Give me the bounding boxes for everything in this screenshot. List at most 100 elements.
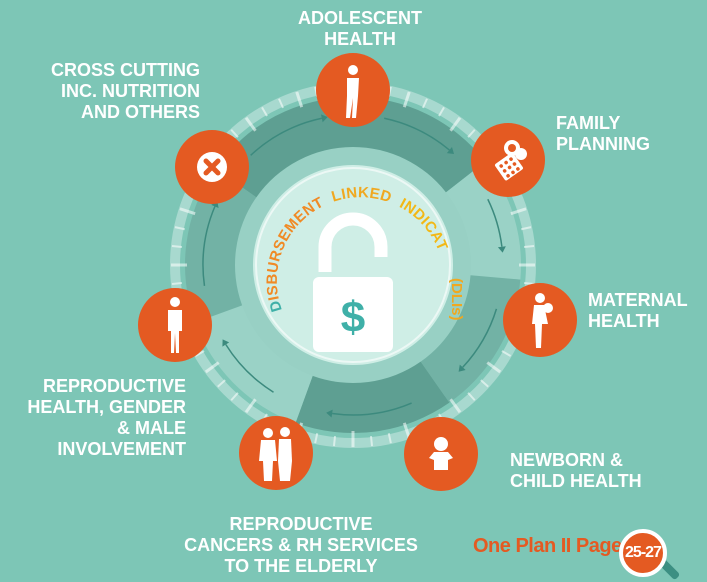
ring-tick <box>295 91 304 108</box>
ring-tick <box>244 398 257 414</box>
ring-tick <box>244 116 257 132</box>
label-line: AND OTHERS <box>80 102 200 122</box>
connector-arc <box>202 206 216 286</box>
ring-tick <box>314 433 319 444</box>
label-line: PLANNING <box>556 134 650 154</box>
ring-tick <box>510 207 527 216</box>
ring-tick <box>332 435 337 447</box>
lock-dollar-sign: $ <box>341 293 365 342</box>
adolescent-person-icon <box>346 65 359 118</box>
cross-circle-icon <box>197 152 227 182</box>
center-disc-rim <box>255 167 451 363</box>
label-line: HEALTH, GENDER <box>27 397 186 417</box>
baby-icon <box>429 437 453 470</box>
label-line: NEWBORN & <box>510 450 623 470</box>
ring-tick <box>204 361 220 374</box>
ring-segment <box>295 361 450 434</box>
ring-tick <box>387 433 392 444</box>
ring-tick <box>179 207 196 216</box>
page-number-badge: 25-27 <box>619 529 667 577</box>
connector-arc <box>250 117 322 156</box>
label-line: CANCERS & RH SERVICES <box>184 535 418 555</box>
center-word-initial-letter: D <box>266 298 285 314</box>
label-line: ADOLESCENT <box>297 8 422 28</box>
label-line: HEALTH <box>588 311 660 331</box>
node-adolescent <box>316 53 390 127</box>
label-line: REPRODUCTIVE <box>229 514 373 534</box>
label-reproductive-cancers: REPRODUCTIVE CANCERS & RH SERVICES TO TH… <box>170 514 432 577</box>
ring-tick <box>230 129 239 138</box>
label-line: MATERNAL <box>588 290 688 310</box>
ring-segment <box>353 97 486 193</box>
node-gender <box>138 288 212 362</box>
node-family <box>471 123 545 197</box>
contraceptive-pills-icon <box>495 140 527 181</box>
ring-tick <box>171 244 183 249</box>
connector-arrowhead <box>320 114 328 123</box>
label-line: INC. NUTRITION <box>61 81 200 101</box>
label-line: & MALE <box>117 418 186 438</box>
label-line: INVOLVEMENT <box>57 439 186 459</box>
center-disc <box>253 165 453 365</box>
ring-tick <box>369 435 374 447</box>
label-line: REPRODUCTIVE <box>42 376 186 396</box>
connector-arrowhead <box>446 147 455 154</box>
ring-tick <box>171 281 183 286</box>
ring-tick <box>449 398 462 414</box>
ring-tick <box>486 361 502 374</box>
ring-tick <box>261 106 268 117</box>
ring-tick <box>480 379 489 388</box>
ring-tick <box>422 98 428 109</box>
ring-tick <box>438 106 445 117</box>
center-word-dlis: (DLIs) <box>448 278 465 321</box>
ring-tick <box>402 91 411 108</box>
connector-arc <box>225 344 274 393</box>
connector-arc <box>462 308 498 368</box>
ring-tick <box>449 116 462 132</box>
ring-segment <box>420 275 521 403</box>
ring-tick <box>174 226 185 231</box>
connector-arc <box>487 198 503 247</box>
ring-tick <box>194 350 205 357</box>
connector-arrowhead <box>497 246 506 253</box>
connector-arrowhead <box>458 364 466 372</box>
ring-tick <box>217 379 226 388</box>
connector-arrowhead <box>222 339 230 347</box>
elderly-couple-icon <box>259 427 292 481</box>
label-line: FAMILY <box>556 113 621 133</box>
label-line: CHILD HEALTH <box>510 471 642 491</box>
connector-arrowhead <box>326 409 333 418</box>
ring-segment <box>215 97 353 198</box>
ring-tick <box>467 129 476 138</box>
ring-tick <box>501 350 512 357</box>
label-line: TO THE ELDERLY <box>224 556 378 576</box>
ring-tick <box>402 422 411 439</box>
ring-segment <box>185 168 257 323</box>
label-reproductive-health-gender: REPRODUCTIVE HEALTH, GENDER & MALE INVOL… <box>20 376 186 460</box>
label-newborn-child-health: NEWBORN & CHILD HEALTH <box>510 450 642 492</box>
ring-tick <box>521 226 532 231</box>
node-maternal <box>503 283 577 357</box>
man-standing-icon <box>168 297 182 353</box>
footer-page-label: One Plan II Page: <box>473 535 628 557</box>
label-line: CROSS CUTTING <box>50 60 200 80</box>
ring-segment <box>195 305 313 423</box>
ring-tick <box>230 392 239 401</box>
label-maternal-health: MATERNAL HEALTH <box>588 290 688 332</box>
indicator-nodes <box>138 53 577 491</box>
connector-arc <box>332 402 412 416</box>
ring-tick <box>467 392 476 401</box>
label-adolescent-health: ADOLESCENT HEALTH <box>290 8 430 50</box>
padlock-dollar-icon: $ <box>313 212 393 352</box>
ring-tick <box>278 98 284 109</box>
label-cross-cutting: CROSS CUTTING INC. NUTRITION AND OTHERS <box>28 60 200 123</box>
label-line: HEALTH <box>324 29 396 49</box>
connector-arrows <box>202 114 506 418</box>
mother-child-icon <box>532 293 553 348</box>
connector-arc <box>384 117 450 151</box>
label-family-planning: FAMILY PLANNING <box>556 113 650 155</box>
node-newborn <box>404 417 478 491</box>
node-cancers <box>239 416 313 490</box>
node-cross <box>175 130 249 204</box>
